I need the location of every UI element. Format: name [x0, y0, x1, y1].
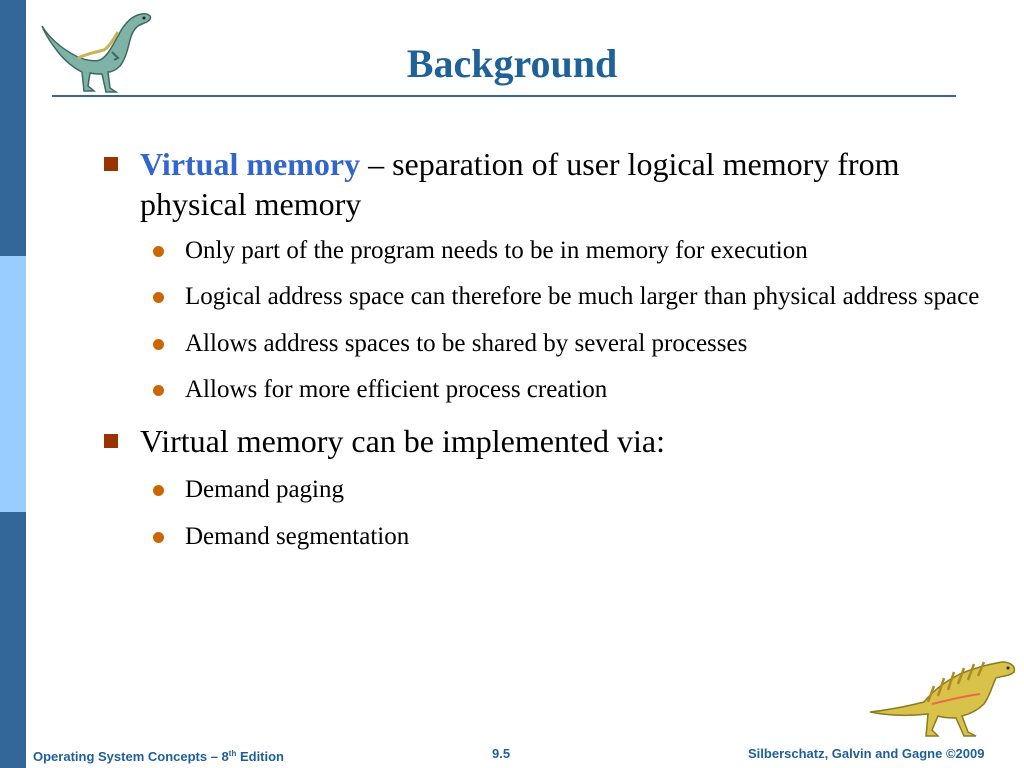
- sub-bullet-text: Allows address spaces to be shared by se…: [185, 330, 748, 357]
- sub-bullet-text: Demand paging: [185, 476, 344, 503]
- dot-bullet-icon: [153, 532, 164, 543]
- title-divider: [52, 95, 956, 97]
- footer-page-number: 9.5: [492, 746, 511, 761]
- sub-bullet: Demand segmentation: [153, 520, 985, 554]
- bullet-implementation: Virtual memory can be implemented via:: [104, 421, 970, 461]
- dot-bullet-icon: [153, 485, 164, 496]
- footer-book-title: Operating System Concepts – 8th Edition: [33, 746, 284, 765]
- sidebar-band-bottom: [0, 512, 26, 768]
- sub-bullet-text: Only part of the program needs to be in …: [185, 237, 808, 264]
- sub-bullet: Allows for more efficient process creati…: [153, 373, 985, 407]
- slide-content: Virtual memory – separation of user logi…: [0, 144, 1024, 554]
- square-bullet-icon: [104, 434, 118, 448]
- sub-bullet-text: Demand segmentation: [185, 523, 410, 550]
- dot-bullet-icon: [153, 292, 164, 303]
- dot-bullet-icon: [153, 339, 164, 350]
- emphasized-term: Virtual memory: [140, 146, 361, 182]
- sub-bullet: Allows address spaces to be shared by se…: [153, 327, 985, 361]
- sub-bullet: Only part of the program needs to be in …: [153, 234, 985, 268]
- sidebar-band-middle: [0, 256, 26, 512]
- dot-bullet-icon: [153, 246, 164, 257]
- dot-bullet-icon: [153, 385, 164, 396]
- bullet-text: – separation of user logical memory from…: [140, 146, 900, 222]
- footer-edition-text: Edition: [236, 749, 285, 764]
- dinosaur-icon: [869, 661, 1016, 737]
- sub-bullet: Demand paging: [153, 473, 985, 507]
- footer-copyright: Silberschatz, Galvin and Gagne ©2009: [748, 746, 985, 761]
- bullet-text: Virtual memory can be implemented via:: [140, 423, 666, 459]
- footer-superscript: th: [228, 749, 237, 758]
- square-bullet-icon: [104, 157, 118, 171]
- sub-bullet: Logical address space can therefore be m…: [153, 280, 985, 314]
- dinosaur-icon: [41, 13, 152, 93]
- slide-title: Background: [406, 41, 618, 86]
- footer-book-title-text: Operating System Concepts – 8: [33, 749, 229, 764]
- bullet-virtual-memory: Virtual memory – separation of user logi…: [104, 144, 970, 224]
- sub-bullet-text: Logical address space can therefore be m…: [185, 283, 980, 310]
- sidebar-band-top: [0, 0, 26, 256]
- sub-bullet-text: Allows for more efficient process creati…: [185, 376, 608, 403]
